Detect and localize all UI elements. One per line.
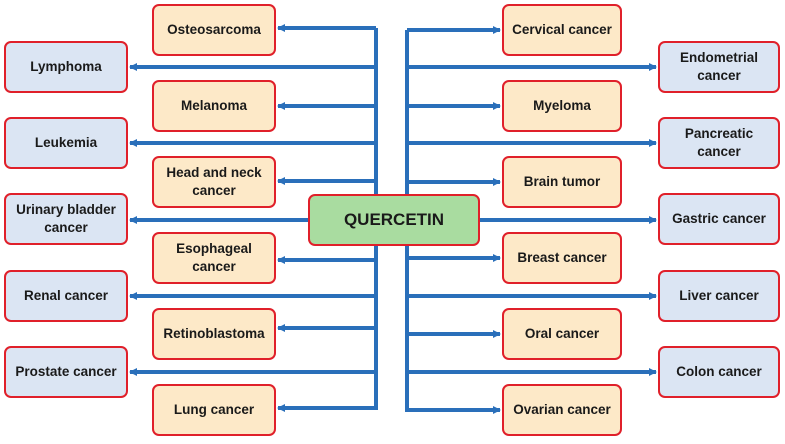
node-label: Liver cancer <box>679 288 759 303</box>
node-label: Pancreatic cancer <box>684 126 754 159</box>
node-gastric-cancer: Gastric cancer <box>658 193 780 245</box>
node-myeloma: Myeloma <box>502 80 622 132</box>
node-label: Myeloma <box>533 98 591 113</box>
node-label: Endometrial cancer <box>679 50 758 83</box>
node-osteosarcoma: Osteosarcoma <box>152 4 276 56</box>
node-brain-tumor: Brain tumor <box>502 156 622 208</box>
node-ovarian-cancer: Ovarian cancer <box>502 384 622 436</box>
node-cervical-cancer: Cervical cancer <box>502 4 622 56</box>
node-colon-cancer: Colon cancer <box>658 346 780 398</box>
node-label: Oral cancer <box>524 326 600 341</box>
node-label: Lung cancer <box>173 402 255 417</box>
node-label: Head and neck cancer <box>166 165 262 198</box>
node-label: Esophageal cancer <box>176 241 252 274</box>
node-leukemia: Leukemia <box>4 117 128 169</box>
node-label: Melanoma <box>180 98 248 113</box>
node-label: Retinoblastoma <box>163 326 265 341</box>
quercetin-label: QUERCETIN <box>343 210 445 229</box>
node-liver-cancer: Liver cancer <box>658 270 780 322</box>
node-label: Breast cancer <box>517 250 607 265</box>
node-label: Renal cancer <box>23 288 109 303</box>
node-endometrial-cancer: Endometrial cancer <box>658 41 780 93</box>
node-head-and-neck-cancer: Head and neck cancer <box>152 156 276 208</box>
node-breast-cancer: Breast cancer <box>502 232 622 284</box>
node-label: Cervical cancer <box>512 22 612 37</box>
node-label: Lymphoma <box>30 59 102 74</box>
node-label: Leukemia <box>34 135 98 150</box>
node-label: Colon cancer <box>676 364 762 379</box>
node-label: Prostate cancer <box>15 364 117 379</box>
quercetin-node: QUERCETIN <box>308 194 480 246</box>
node-melanoma: Melanoma <box>152 80 276 132</box>
node-pancreatic-cancer: Pancreatic cancer <box>658 117 780 169</box>
node-lung-cancer: Lung cancer <box>152 384 276 436</box>
node-retinoblastoma: Retinoblastoma <box>152 308 276 360</box>
node-urinary-bladder-cancer: Urinary bladder cancer <box>4 193 128 245</box>
node-oral-cancer: Oral cancer <box>502 308 622 360</box>
node-label: Gastric cancer <box>672 211 766 226</box>
node-esophageal-cancer: Esophageal cancer <box>152 232 276 284</box>
node-label: Urinary bladder cancer <box>16 202 116 235</box>
node-renal-cancer: Renal cancer <box>4 270 128 322</box>
node-label: Osteosarcoma <box>167 22 261 37</box>
node-label: Ovarian cancer <box>513 402 611 417</box>
node-lymphoma: Lymphoma <box>4 41 128 93</box>
node-label: Brain tumor <box>523 174 601 189</box>
node-prostate-cancer: Prostate cancer <box>4 346 128 398</box>
